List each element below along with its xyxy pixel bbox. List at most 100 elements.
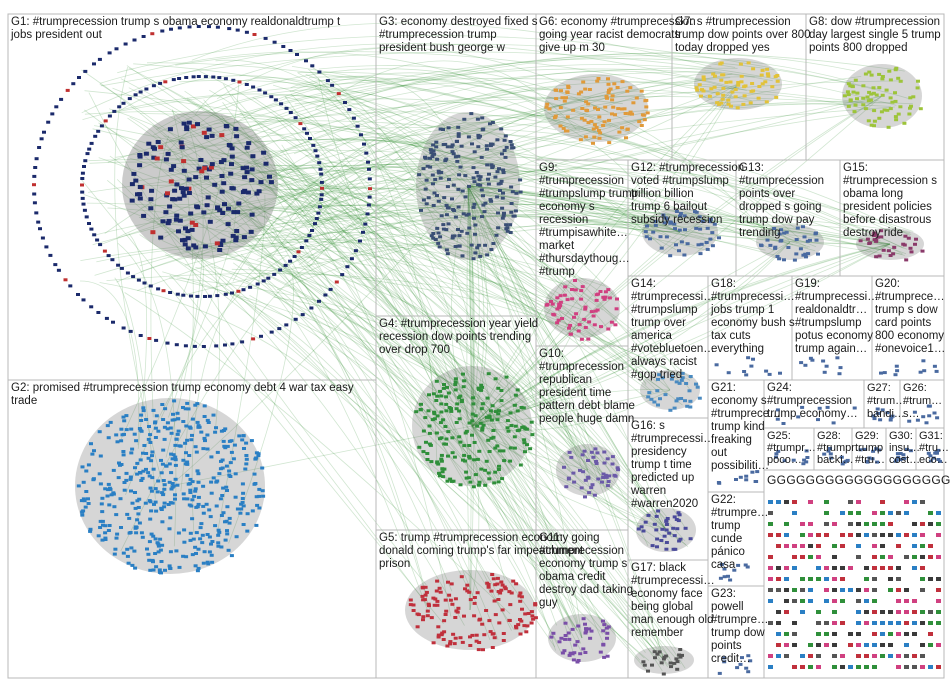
node — [492, 599, 497, 603]
node — [421, 618, 425, 622]
node — [441, 227, 446, 231]
node — [920, 643, 925, 647]
node — [800, 588, 805, 592]
node — [679, 378, 684, 382]
node — [907, 112, 912, 116]
node — [458, 394, 463, 398]
node — [668, 661, 673, 665]
node — [710, 244, 715, 248]
node — [555, 296, 560, 300]
node — [887, 69, 892, 73]
node — [445, 145, 450, 149]
node — [796, 415, 801, 419]
node — [700, 219, 705, 223]
node — [139, 413, 144, 417]
node — [426, 196, 431, 200]
node — [201, 130, 207, 135]
node — [832, 599, 837, 603]
edge — [272, 84, 691, 391]
node — [255, 282, 260, 286]
edge — [220, 149, 605, 646]
node — [872, 566, 877, 570]
node — [932, 411, 937, 415]
group-label-g2: G2: promised #trumprecession trump econo… — [11, 382, 354, 407]
node — [832, 643, 837, 647]
node — [672, 661, 677, 665]
node — [481, 648, 485, 652]
node — [808, 544, 813, 548]
node — [872, 544, 877, 548]
node — [486, 585, 491, 589]
edge — [178, 220, 878, 297]
node — [861, 96, 866, 100]
node — [95, 238, 100, 242]
node — [904, 654, 909, 658]
edge — [232, 158, 472, 232]
node — [714, 363, 719, 367]
edge — [139, 234, 604, 635]
edge — [471, 83, 739, 427]
node — [602, 655, 607, 659]
node — [464, 213, 469, 217]
node — [441, 128, 445, 131]
edge — [239, 112, 577, 456]
node — [425, 458, 430, 461]
node — [764, 100, 769, 104]
node — [568, 323, 573, 327]
node — [159, 571, 163, 575]
node — [204, 502, 209, 506]
node — [495, 138, 500, 142]
node — [168, 179, 174, 184]
node — [119, 526, 123, 529]
node — [912, 665, 917, 669]
node — [906, 236, 911, 240]
node — [776, 588, 781, 592]
node — [490, 164, 495, 168]
node — [529, 420, 534, 424]
node — [92, 449, 96, 453]
node — [484, 459, 489, 463]
node — [573, 288, 578, 292]
node — [184, 76, 189, 79]
node — [896, 665, 901, 669]
edge — [208, 166, 470, 241]
edge — [471, 243, 891, 427]
node — [496, 412, 501, 416]
node — [784, 566, 789, 570]
node — [46, 120, 51, 124]
node — [424, 202, 429, 206]
node — [746, 654, 751, 658]
edge — [98, 122, 686, 669]
node — [202, 404, 207, 408]
node — [207, 508, 212, 512]
node — [736, 563, 741, 567]
node — [567, 326, 571, 330]
node — [603, 290, 608, 294]
node — [551, 631, 556, 635]
node — [135, 518, 140, 522]
node — [334, 280, 339, 284]
node — [39, 137, 44, 141]
node — [470, 412, 475, 416]
node — [253, 457, 258, 461]
node — [509, 185, 514, 189]
node — [244, 165, 249, 170]
node — [130, 501, 135, 505]
node — [715, 92, 720, 96]
node — [496, 226, 501, 230]
node — [456, 187, 461, 191]
node — [476, 145, 481, 149]
node — [443, 425, 448, 428]
node — [480, 622, 485, 626]
node — [559, 89, 563, 93]
edge — [80, 239, 605, 287]
edge — [467, 185, 480, 427]
node — [137, 192, 143, 197]
node — [364, 151, 369, 155]
node — [88, 527, 93, 531]
node — [189, 294, 193, 298]
node — [162, 425, 167, 429]
node — [816, 533, 821, 537]
